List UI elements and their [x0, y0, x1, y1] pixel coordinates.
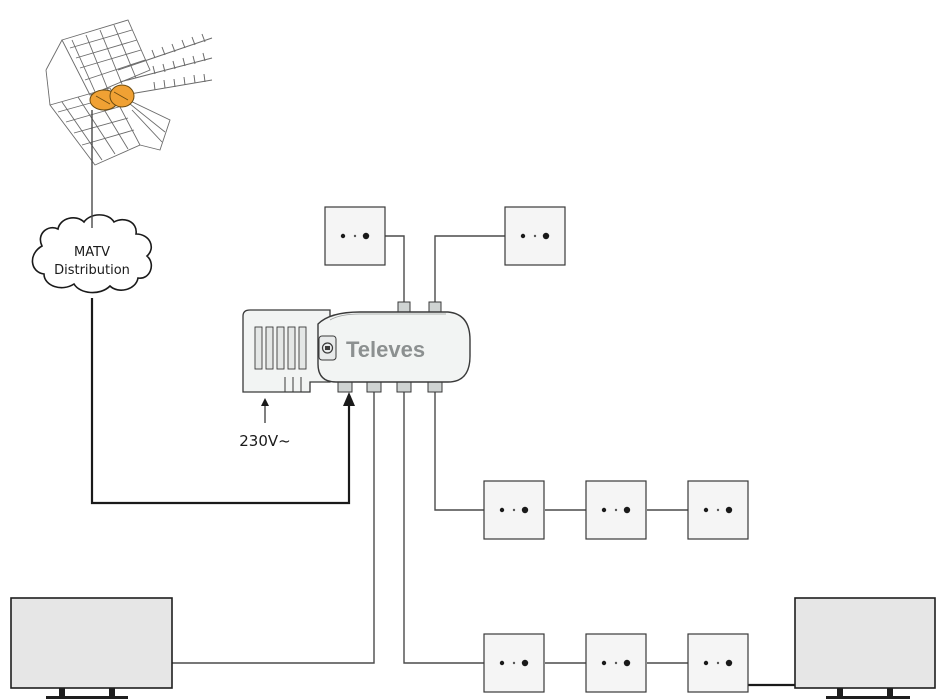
outlet-connector-icon [716, 661, 720, 665]
outlet-mid-2 [585, 480, 647, 540]
outlet-connector-icon [520, 233, 526, 239]
televes-amplifier: Televes [242, 301, 471, 393]
outlet-top-right [504, 206, 566, 266]
outlet-socket-icon [725, 506, 733, 514]
outlet-socket-icon [521, 506, 529, 514]
amp-port-out-2 [396, 381, 412, 393]
tv-right-icon [794, 597, 936, 699]
outlet-top-left [324, 206, 386, 266]
outlet-socket-icon [725, 659, 733, 667]
cloud-label-line2: Distribution [54, 263, 130, 278]
antenna-icon [45, 19, 213, 166]
outlet-connector-icon [499, 660, 505, 666]
outlet-connector-icon [614, 661, 618, 665]
wire-top-left-outlet [385, 235, 405, 302]
outlet-bottom-3 [687, 633, 749, 693]
outlet-mid-3 [687, 480, 749, 540]
coax-wiring [90, 126, 795, 687]
tv-left-icon [10, 597, 173, 699]
outlet-socket-icon [362, 232, 370, 240]
outlet-connector-icon [340, 233, 346, 239]
outlet-connector-icon [499, 507, 505, 513]
outlet-connector-icon [353, 234, 357, 238]
outlet-mid-1 [483, 480, 545, 540]
amp-port-top-1 [397, 301, 411, 313]
tv-right-screen [794, 597, 936, 689]
wire-cloud-amplifier [90, 298, 351, 505]
antenna-dipole [89, 84, 135, 111]
outlet-socket-icon [521, 659, 529, 667]
wall-outlets [324, 206, 749, 693]
outlet-connector-icon [601, 507, 607, 513]
amp-power-module [242, 309, 331, 393]
amp-port-out-1 [366, 381, 382, 393]
outlet-socket-icon [623, 506, 631, 514]
power-label: 230V~ [239, 432, 290, 450]
power-arrow-head [261, 398, 269, 406]
outlet-bottom-2 [585, 633, 647, 693]
outlet-connector-icon [533, 234, 537, 238]
matv-distribution-cloud: MATV Distribution [31, 214, 153, 294]
amp-vent-icon [254, 326, 307, 370]
outlet-socket-icon [623, 659, 631, 667]
outlet-connector-icon [601, 660, 607, 666]
outlet-connector-icon [614, 508, 618, 512]
brand-label: Televes [346, 337, 425, 362]
wire-lower-chain [403, 392, 484, 664]
amp-main-housing [317, 311, 471, 383]
amp-port-top-2 [428, 301, 442, 313]
wire-top-right-outlet [434, 235, 505, 302]
input-arrow-head [343, 392, 355, 406]
outlet-connector-icon [512, 508, 516, 512]
wire-middle-chain [434, 392, 484, 511]
outlet-bottom-1 [483, 633, 545, 693]
outlet-connector-icon [703, 507, 709, 513]
cloud-label-line1: MATV [74, 245, 110, 260]
outlet-connector-icon [716, 508, 720, 512]
wire-tv-left [172, 392, 375, 664]
outlet-connector-icon [703, 660, 709, 666]
amp-port-out-3 [427, 381, 443, 393]
tv-left-screen [10, 597, 173, 689]
amp-power-plug [284, 377, 302, 392]
amp-port-input [337, 381, 353, 393]
outlet-connector-icon [512, 661, 516, 665]
outlet-socket-icon [542, 232, 550, 240]
